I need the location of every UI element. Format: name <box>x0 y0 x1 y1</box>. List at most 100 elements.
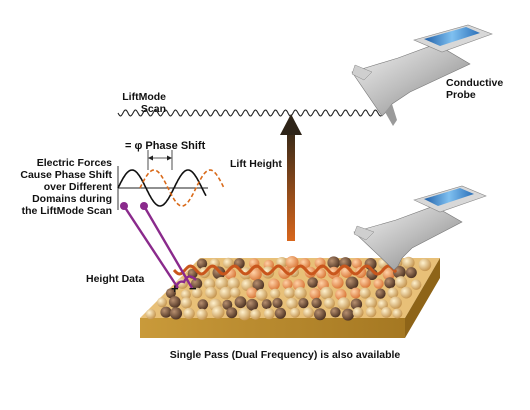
surface-atom <box>418 258 432 272</box>
surface-atom <box>405 267 417 279</box>
surface-atom <box>180 297 192 309</box>
surface-atom <box>320 286 333 300</box>
surface-atom <box>393 265 406 279</box>
surface-atom <box>219 286 233 300</box>
electric-forces-label: Electric Forces Cause Phase Shift over D… <box>20 157 112 217</box>
surface-atom <box>183 307 195 320</box>
surface-atom <box>303 307 314 319</box>
height-data-wires <box>122 205 197 289</box>
surface-atom <box>392 308 403 319</box>
surface-atom <box>389 296 402 309</box>
surface-atom <box>290 307 301 318</box>
liftmode-scan-trace <box>117 109 385 117</box>
surface-atom <box>365 296 377 309</box>
surface-atom <box>282 279 293 290</box>
surface-atom <box>234 296 247 309</box>
surface-atom <box>230 287 241 298</box>
surface-atom <box>145 309 156 320</box>
surface-atom <box>342 308 354 321</box>
surface-atom <box>351 258 362 269</box>
surface-atom <box>215 276 229 290</box>
sample-block-icon <box>140 256 440 338</box>
surface-atom <box>314 308 326 321</box>
surface-atom <box>191 278 203 290</box>
surface-atom <box>375 288 386 299</box>
surface-atom <box>269 288 281 299</box>
surface-atom <box>330 307 341 318</box>
surface-atom <box>382 268 395 281</box>
surface-atom <box>196 258 208 269</box>
surface-height-trace <box>172 264 398 276</box>
surface-atom <box>252 279 265 291</box>
surface-atom <box>246 287 258 299</box>
surface-atom <box>350 298 363 310</box>
surface-atom <box>298 298 309 309</box>
surface-atom <box>359 277 371 288</box>
surface-atom <box>255 288 268 301</box>
lift-height-label: Lift Height <box>230 158 282 170</box>
minus-sign: − <box>189 281 197 296</box>
surface-atom <box>400 286 413 299</box>
surface-atom <box>381 307 392 318</box>
shifted-sine <box>139 169 225 207</box>
surface-atom <box>157 297 167 308</box>
surface-atom <box>226 307 238 319</box>
surface-atom <box>311 297 322 309</box>
surface-atom <box>160 306 172 318</box>
surface-atom <box>373 278 384 289</box>
phase-shift-plot <box>117 150 225 210</box>
surface-atom <box>365 306 377 318</box>
conductive-probe-label: Conductive Probe <box>446 77 504 101</box>
surface-atom <box>411 279 422 290</box>
surface-atom <box>272 297 283 309</box>
conductive-probe-icon <box>351 24 493 126</box>
plus-sign: + <box>171 281 179 296</box>
reference-sine <box>117 169 207 207</box>
surface-atom <box>249 268 262 281</box>
surface-atom <box>316 268 327 279</box>
surface-atom <box>285 256 299 269</box>
phase-symbol: = φ <box>125 140 143 152</box>
surface-atom <box>323 297 335 309</box>
wire-terminal-right <box>140 202 148 210</box>
surface-atom <box>286 297 298 310</box>
surface-atom <box>169 307 183 320</box>
surface-atom <box>327 256 341 270</box>
surface-atom <box>345 276 359 290</box>
surface-atom <box>165 288 176 299</box>
surface-atom <box>263 308 275 320</box>
surface-atom <box>309 288 321 300</box>
surface-atom <box>197 299 209 310</box>
height-data-label: Height Data <box>86 273 145 285</box>
surface-atom <box>261 299 272 310</box>
surface-atom <box>337 297 351 310</box>
wire-terminal-left <box>120 202 128 210</box>
surface-atom <box>211 305 225 319</box>
surface-atom <box>168 296 181 308</box>
surface-atom <box>395 276 408 289</box>
surface-atom <box>350 287 361 299</box>
surface-atom <box>196 308 208 320</box>
liftmode-scan-label: LiftMode Scan <box>122 91 166 115</box>
surface-atom <box>283 287 295 299</box>
surface-atom <box>268 278 280 291</box>
surface-atom <box>274 307 286 319</box>
surface-atom <box>331 276 344 289</box>
surface-atom <box>205 286 217 299</box>
phase-shift-text: Phase Shift <box>145 140 206 152</box>
surface-atom <box>222 299 233 310</box>
surface-atom <box>384 277 396 289</box>
surface-atom <box>203 278 216 290</box>
footer-note: Single Pass (Dual Frequency) is also ava… <box>169 349 401 361</box>
surface-atom <box>307 277 319 288</box>
surface-atom <box>191 287 203 299</box>
surface-atom <box>246 298 259 311</box>
surface-atom <box>238 307 251 321</box>
surface-atom <box>180 289 191 300</box>
surface-atom <box>352 307 364 318</box>
surface-probe-icon <box>353 185 487 271</box>
surface-atom <box>250 309 261 320</box>
